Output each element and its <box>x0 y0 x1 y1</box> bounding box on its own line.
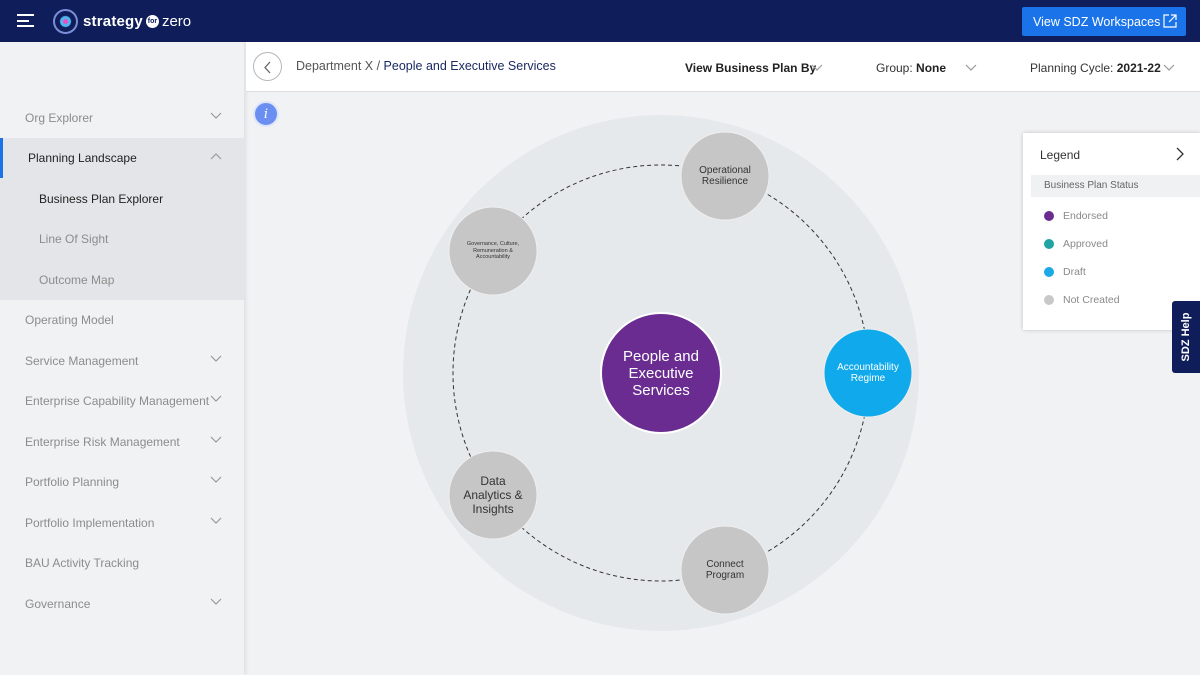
sidebar-item-bau-activity-tracking[interactable]: BAU Activity Tracking <box>0 543 244 583</box>
breadcrumb-separator: / <box>373 59 384 73</box>
sidebar-item-label: Governance <box>25 597 91 611</box>
sidebar-item-label: Service Management <box>25 354 139 368</box>
sidebar-item-enterprise-capability-management[interactable]: Enterprise Capability Management <box>0 381 244 421</box>
back-button[interactable] <box>253 52 282 81</box>
chevron-down-icon <box>210 517 222 524</box>
status-dot <box>1044 239 1054 249</box>
node-connect-program[interactable] <box>680 525 770 615</box>
sidebar-subitem-outcome-map[interactable]: Outcome Map <box>0 260 244 300</box>
sidebar-item-label: Org Explorer <box>25 111 94 125</box>
view-business-plan-by-dropdown[interactable]: View Business Plan By <box>685 61 823 75</box>
chevron-down-icon <box>210 355 222 362</box>
chevron-up-icon <box>210 153 222 160</box>
sidebar-subitem-label: Business Plan Explorer <box>39 192 164 206</box>
chevron-down-icon <box>210 476 222 483</box>
sidebar-item-label: Operating Model <box>25 313 114 327</box>
group-dropdown[interactable]: Group: None <box>876 61 977 75</box>
sidebar-item-label: BAU Activity Tracking <box>25 556 140 570</box>
sidebar-item-enterprise-risk-management[interactable]: Enterprise Risk Management <box>0 422 244 462</box>
legend-item-label: Approved <box>1063 238 1108 250</box>
logo-zero: zero <box>161 13 192 30</box>
logo-text: strategy <box>83 13 143 30</box>
chevron-down-icon <box>210 436 222 443</box>
sidebar: Org Explorer Planning Landscape Business… <box>0 42 244 675</box>
sidebar-item-label: Portfolio Implementation <box>25 516 155 530</box>
app-logo[interactable]: strategy for zero <box>53 9 191 34</box>
view-by-label: View Business Plan By <box>685 61 817 75</box>
status-dot <box>1044 211 1054 221</box>
chevron-down-icon <box>210 598 222 605</box>
breadcrumb: Department X / People and Executive Serv… <box>296 59 556 73</box>
cycle-value: 2021-22 <box>1116 61 1161 75</box>
node-accountability-regime[interactable] <box>823 328 913 418</box>
group-value: None <box>916 61 947 75</box>
chevron-right-icon[interactable] <box>1175 147 1185 161</box>
breadcrumb-current: People and Executive Services <box>383 59 556 73</box>
legend-item-endorsed: Endorsed <box>1044 210 1108 222</box>
active-indicator <box>0 138 3 178</box>
legend-item-label: Draft <box>1063 266 1086 278</box>
legend-item-label: Not Created <box>1063 294 1120 306</box>
status-dot <box>1044 295 1054 305</box>
sidebar-subitem-label: Outcome Map <box>39 273 115 287</box>
planning-cycle-dropdown[interactable]: Planning Cycle: 2021-22 <box>1030 61 1175 75</box>
sidebar-item-label: Planning Landscape <box>28 151 137 165</box>
submenu-background <box>0 178 244 300</box>
legend-item-not-created: Not Created <box>1044 294 1120 306</box>
chevron-down-icon <box>210 112 222 119</box>
sidebar-item-service-management[interactable]: Service Management <box>0 341 244 381</box>
group-label: Group: <box>876 61 913 75</box>
view-workspaces-button[interactable]: View SDZ Workspaces <box>1022 7 1186 36</box>
legend-item-label: Endorsed <box>1063 210 1108 222</box>
top-bar: strategy for zero View SDZ Workspaces <box>0 0 1200 42</box>
sidebar-subitem-label: Line Of Sight <box>39 232 109 246</box>
logo-for: for <box>145 15 159 28</box>
legend-title: Legend <box>1040 148 1081 162</box>
view-workspaces-label: View SDZ Workspaces <box>1033 14 1161 29</box>
center-node[interactable] <box>600 312 722 434</box>
sdz-help-label: SDZ Help <box>1180 312 1192 362</box>
legend-subtitle: Business Plan Status <box>1031 175 1200 197</box>
legend-panel: Legend Business Plan Status Endorsed App… <box>1023 133 1200 330</box>
node-data-analytics-insights[interactable] <box>448 450 538 540</box>
sidebar-item-label: Portfolio Planning <box>25 475 120 489</box>
sidebar-item-operating-model[interactable]: Operating Model <box>0 300 244 340</box>
page-header: Department X / People and Executive Serv… <box>246 42 1200 92</box>
node-operational-resilience[interactable] <box>680 131 770 221</box>
cycle-label: Planning Cycle: <box>1030 61 1114 75</box>
sidebar-item-label: Enterprise Risk Management <box>25 435 180 449</box>
sidebar-item-org-explorer[interactable]: Org Explorer <box>0 98 244 138</box>
chevron-down-icon <box>1163 64 1175 71</box>
chevron-down-icon <box>811 64 823 71</box>
sidebar-item-planning-landscape[interactable]: Planning Landscape <box>0 138 244 178</box>
node-governance-culture[interactable] <box>448 206 538 296</box>
chevron-down-icon <box>965 64 977 71</box>
logo-globe-icon <box>53 9 78 34</box>
legend-item-draft: Draft <box>1044 266 1086 278</box>
breadcrumb-parent[interactable]: Department X <box>296 59 374 73</box>
info-icon[interactable]: i <box>253 101 279 127</box>
sidebar-item-portfolio-implementation[interactable]: Portfolio Implementation <box>0 503 244 543</box>
sdz-help-tab[interactable]: SDZ Help <box>1172 301 1200 373</box>
legend-item-approved: Approved <box>1044 238 1108 250</box>
sidebar-item-portfolio-planning[interactable]: Portfolio Planning <box>0 462 244 502</box>
sidebar-subitem-line-of-sight[interactable]: Line Of Sight <box>0 219 244 259</box>
status-dot <box>1044 267 1054 277</box>
sidebar-subitem-business-plan-explorer[interactable]: Business Plan Explorer <box>0 179 244 219</box>
external-link-icon <box>1163 14 1177 28</box>
sidebar-item-governance[interactable]: Governance <box>0 584 244 624</box>
chevron-left-icon <box>264 61 271 74</box>
chevron-down-icon <box>210 395 222 402</box>
hamburger-menu-icon[interactable] <box>17 14 34 27</box>
sidebar-item-label: Enterprise Capability Management <box>25 394 210 408</box>
